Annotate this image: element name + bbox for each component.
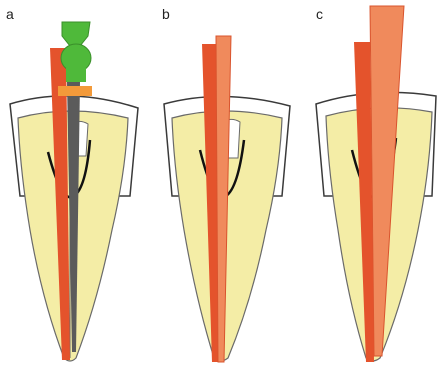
- panel-c: [316, 6, 436, 362]
- rubber-stop-a: [58, 86, 92, 96]
- panel-a: [10, 22, 138, 361]
- panel-b: [164, 36, 290, 362]
